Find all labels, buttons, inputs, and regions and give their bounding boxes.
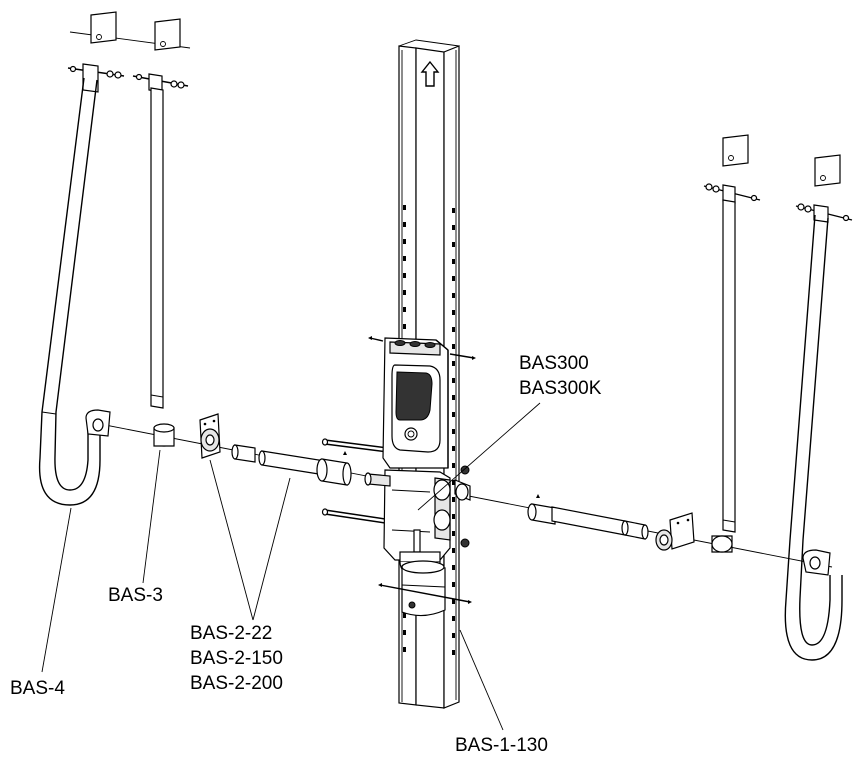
bracket-plate-right [655,512,695,551]
rail-hole [452,259,455,264]
rail-hole [452,565,455,570]
bracket-plate-left [199,413,221,459]
label-bas-2-200: BAS-2-200 [190,673,283,694]
rail-hole [452,480,455,485]
rail-hole [452,344,455,349]
rail-hole [403,273,406,278]
rail-hole [452,208,455,213]
rail-hole [403,630,406,635]
rail-hole [403,222,406,227]
rail-hole [403,256,406,261]
straight-bar-right [703,134,761,553]
label-bas-1-130: BAS-1-130 [455,735,548,756]
rail-hole [452,599,455,604]
rail-hole [452,514,455,519]
label-bas-2-150: BAS-2-150 [190,648,283,669]
rail-hole [452,361,455,366]
rail-hole [452,242,455,247]
bas-4-hook-bar-left [38,63,111,506]
drum-cylinder [378,560,472,617]
rail-hole [452,429,455,434]
rail-hole [403,239,406,244]
rail-hole [452,582,455,587]
rail-hole [452,412,455,417]
rail-hole [452,497,455,502]
bas-3-straight-bar-left [148,73,175,447]
rail-hole [452,378,455,383]
rail-hole [452,276,455,281]
bas300-motor-housing [368,336,476,469]
rail-hole [452,633,455,638]
rail-hole [452,616,455,621]
label-bas300k: BAS300K [519,378,602,399]
bas-2-tubes-left [231,444,352,486]
label-bas-4: BAS-4 [10,678,65,699]
rail-hole [452,327,455,332]
rail-hole [452,446,455,451]
rail-hole [452,395,455,400]
rail-hole [452,548,455,553]
rail-hole [403,613,406,618]
rail-hole [403,647,406,652]
bas-2-tubes-right [527,494,649,540]
pins-left [321,438,393,525]
mounting-plate-left-2 [154,18,181,51]
mounting-plate-left-1 [90,11,117,44]
rail-hole [403,324,406,329]
rail-hole [452,650,455,655]
rail-hole [452,293,455,298]
rail-hole [403,290,406,295]
label-bas-2-22: BAS-2-22 [190,623,273,644]
hook-bar-right [784,154,853,661]
leader-lines [41,402,541,731]
rail-hole [452,531,455,536]
label-bas-3: BAS-3 [108,585,163,606]
rail-hole [403,205,406,210]
rail-hole [452,310,455,315]
label-bas300: BAS300 [519,353,589,374]
rail-hole [403,307,406,312]
rail-hole [452,463,455,468]
rail-hole [452,225,455,230]
